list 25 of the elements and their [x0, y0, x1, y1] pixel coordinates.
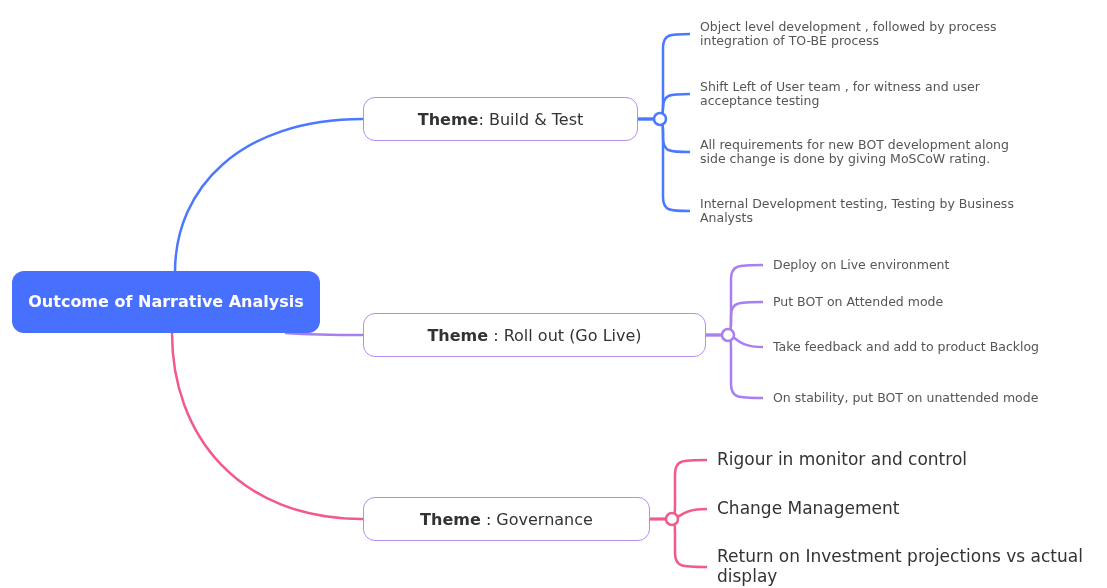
subtopic-text: Shift Left of User team , for witness and user acceptance testing: [700, 79, 981, 109]
subtopic-text: Return on Investment projections vs actual display: [717, 547, 1084, 587]
connector: [706, 333, 763, 400]
topic-text: Theme: Build & Test: [417, 109, 584, 129]
theme-box: [363, 497, 650, 541]
subtopic-text: Internal Development testing, Testing by Business Analysts: [700, 196, 1015, 226]
topic-text: Theme : Roll out (Go Live): [427, 325, 642, 345]
theme-box: [363, 97, 638, 141]
subtopic-text: All requirements for new BOT development along side change is done by giving MoSCoW rating.: [700, 137, 1010, 167]
connector: [638, 117, 690, 213]
subtopic-text: On stability, put BOT on unattended mode: [773, 390, 1039, 406]
subtopic-text: Take feedback and add to product Backlog: [773, 339, 1040, 355]
subtopic-text: Put BOT on Attended mode: [773, 294, 944, 310]
topic-text: Outcome of Narrative Analysis: [28, 292, 304, 312]
connector: [173, 117, 364, 273]
topic-text: Theme : Governance: [420, 509, 593, 529]
central-topic-box: [12, 271, 320, 333]
connector: [650, 517, 707, 569]
theme-box: [363, 313, 706, 357]
subtopic-text: Deploy on Live environment: [773, 257, 950, 273]
subtopic-text: Change Management: [717, 499, 900, 519]
connector: [170, 332, 364, 521]
connector: [284, 331, 363, 337]
subtopic-text: Rigour in monitor and control: [717, 450, 968, 470]
subtopic-text: Object level development , followed by process integration of TO-BE process: [700, 19, 998, 49]
